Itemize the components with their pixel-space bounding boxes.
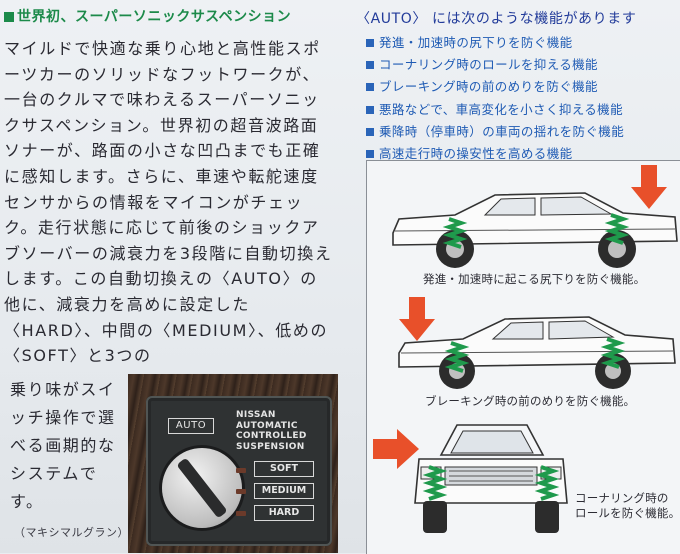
photo-caption: （マキシマルグラン） — [14, 526, 129, 539]
bullet-icon — [366, 39, 374, 47]
body-paragraph: マイルドで快適な乗り心地と高性能スポーツカーのソリッドなフットワークが、一台のク… — [4, 39, 333, 366]
car-side-accel-illustration — [392, 192, 678, 268]
knob-grip — [176, 457, 228, 519]
panel-brand-text: NISSAN AUTOMATIC CONTROLLED SUSPENSION — [236, 410, 307, 452]
hard-mode-label: HARD — [254, 505, 314, 521]
medium-led — [236, 489, 246, 494]
down-arrow-icon — [631, 165, 667, 209]
headline-text: 世界初、スーパーソニックサスペンション — [17, 9, 292, 25]
soft-mode-label: SOFT — [254, 461, 314, 477]
headline: 世界初、スーパーソニックサスペンション — [4, 6, 291, 26]
auto-feature-list: 発進・加速時の尻下りを防ぐ機能 コーナリング時のロールを抑える機能 ブレーキング… — [366, 32, 624, 165]
list-item: ブレーキング時の前のめりを防ぐ機能 — [366, 76, 624, 98]
short-paragraph: 乗り味がスイッチ操作で選べる画期的なシステムです。 — [10, 380, 116, 511]
headline-square-icon — [4, 12, 14, 22]
bullet-icon — [366, 127, 374, 136]
bullet-icon — [366, 83, 374, 92]
mode-dial-knob — [162, 448, 242, 528]
down-arrow-icon — [399, 297, 435, 341]
list-item: 高速走行時の操安性を高める機能 — [366, 143, 624, 165]
caption-brake: ブレーキング時の前のめりを防ぐ機能。 — [425, 394, 636, 408]
auto-indicator: AUTO — [168, 418, 214, 434]
medium-mode-label: MEDIUM — [254, 483, 314, 499]
list-item: 発進・加速時の尻下りを防ぐ機能 — [366, 32, 624, 54]
bullet-icon — [366, 61, 374, 70]
bullet-icon — [366, 150, 374, 159]
list-item: コーナリング時のロールを抑える機能 — [366, 54, 624, 76]
caption-corner: コーナリング時のロールを防ぐ機能。 — [575, 491, 680, 520]
list-item: 悪路などで、車高変化を小さく抑える機能 — [366, 99, 624, 121]
car-front-corner-illustration — [414, 424, 568, 533]
suspension-diagram: 発進・加速時に起こる尻下りを防ぐ機能。 ブレーキング時の前のめりを防ぐ機能。 — [366, 160, 680, 554]
right-arrow-icon — [373, 429, 419, 469]
hard-led — [236, 511, 246, 516]
suspension-control-panel: AUTO NISSAN AUTOMATIC CONTROLLED SUSPENS… — [146, 396, 332, 546]
soft-led — [236, 468, 246, 473]
list-item: 乗降時（停車時）の車両の揺れを防ぐ機能 — [366, 121, 624, 143]
caption-accel: 発進・加速時に起こる尻下りを防ぐ機能。 — [423, 272, 646, 286]
auto-functions-title: 〈AUTO〉 には次のような機能があります — [356, 11, 637, 27]
car-side-brake-illustration — [398, 316, 676, 389]
bullet-icon — [366, 105, 374, 114]
